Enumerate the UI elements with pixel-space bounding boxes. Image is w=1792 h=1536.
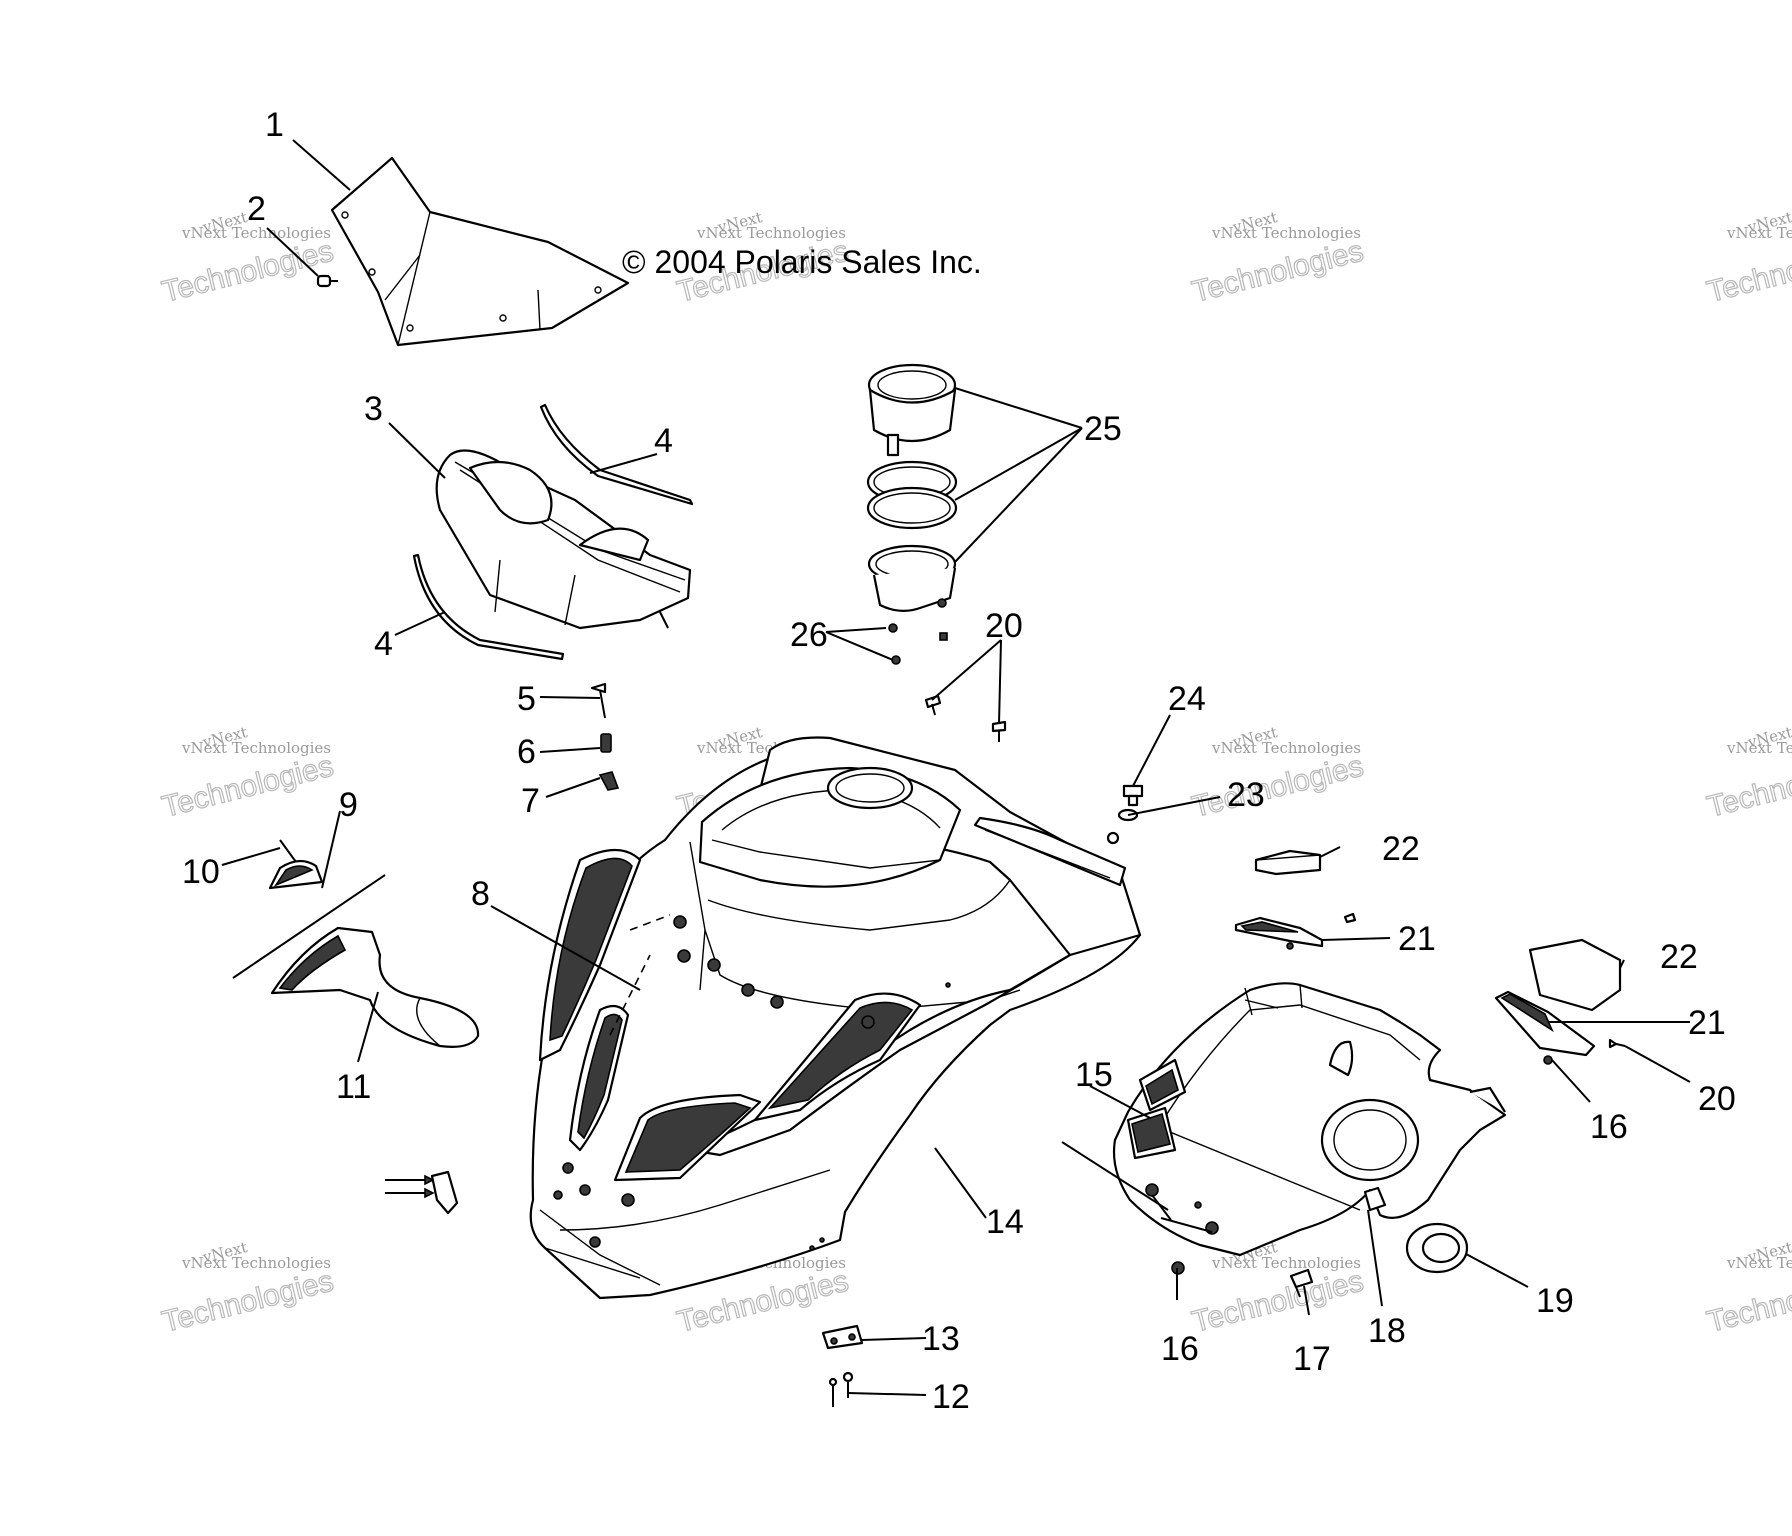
hood-part: [529, 736, 1142, 1300]
bracket-13-part: [821, 1324, 864, 1350]
watermark-group: vNext vNext Technologies Technologies vN…: [158, 208, 1792, 1339]
callout-17: 17: [1293, 1340, 1331, 1378]
callout-16-right: 16: [1590, 1108, 1628, 1146]
svg-text:vNext Technologies: vNext Technologies: [1726, 224, 1792, 242]
watermark: vNext vNext Technologies Technologies: [1703, 1238, 1792, 1339]
rivet-set-part: [385, 1170, 459, 1215]
callout-4-upper: 4: [654, 422, 673, 460]
watermark: vNext vNext Technologies Technologies: [1703, 723, 1792, 824]
callout-19: 19: [1536, 1282, 1574, 1320]
svg-text:Technologies: Technologies: [159, 749, 337, 823]
headlight-part: [435, 449, 692, 630]
callout-13: 13: [922, 1320, 960, 1358]
svg-text:Technologies: Technologies: [1704, 1264, 1792, 1338]
svg-text:Technologies: Technologies: [1189, 749, 1367, 823]
callout-18: 18: [1368, 1312, 1406, 1350]
callout-20-upper: 20: [985, 607, 1023, 645]
svg-text:vNext Technologies: vNext Technologies: [696, 224, 846, 242]
fastener-17-part: [1289, 1268, 1314, 1298]
svg-text:Technologies: Technologies: [1189, 234, 1367, 308]
callout-23: 23: [1227, 776, 1265, 814]
callout-26: 26: [790, 616, 828, 654]
callout-5: 5: [517, 680, 536, 718]
svg-text:vNext Technologies: vNext Technologies: [1211, 739, 1361, 757]
callout-14: 14: [986, 1203, 1024, 1241]
windshield-part: [330, 156, 630, 347]
svg-text:vNext Technologies: vNext Technologies: [1726, 1254, 1792, 1272]
seal-strip-upper: [539, 403, 694, 506]
air-duct-part: [270, 926, 480, 1048]
callout-11: 11: [336, 1068, 371, 1106]
callout-15: 15: [1075, 1056, 1113, 1094]
screw-20-right-part: [1608, 1038, 1626, 1049]
seal-strip-lower: [412, 553, 565, 661]
callout-1: 1: [265, 106, 284, 144]
svg-text:vNext Technologies: vNext Technologies: [1211, 224, 1361, 242]
duct-reference-line: [232, 874, 386, 979]
callout-22-right: 22: [1660, 938, 1698, 976]
svg-text:Technologies: Technologies: [159, 1264, 337, 1338]
callout-8: 8: [471, 875, 490, 913]
callout-16-lower: 16: [1161, 1330, 1199, 1368]
callout-9: 9: [339, 786, 358, 824]
clip-part: [598, 771, 620, 791]
callout-21-upper: 21: [1398, 920, 1436, 958]
svg-text:Technologies: Technologies: [1189, 1264, 1367, 1338]
spring-part: [600, 733, 612, 753]
callout-labels: 1 2 3 4 4 5 6 7 8 9 10 11 12 13 14 15 16…: [182, 106, 1736, 1416]
callout-22-upper: 22: [1382, 830, 1420, 868]
callout-21-right: 21: [1688, 1004, 1726, 1042]
rivet-24-part: [1122, 784, 1144, 807]
pad-22-upper-part: [1254, 849, 1322, 876]
vent-cap-part: [268, 859, 324, 890]
pin-part: [590, 682, 607, 719]
callout-10: 10: [182, 853, 220, 891]
latch-21-right-part: [1494, 990, 1596, 1057]
watermark: vNext vNext Technologies Technologies: [1188, 1238, 1367, 1339]
svg-text:Technologies: Technologies: [159, 234, 337, 308]
pad-22-right-part: [1528, 938, 1622, 1012]
svg-text:vNext Technologies: vNext Technologies: [1726, 739, 1792, 757]
nut-16-right-part: [1543, 1055, 1553, 1065]
watermark: vNext vNext Technologies Technologies: [1188, 208, 1367, 309]
grommet-ring-part: [1405, 1222, 1469, 1274]
callout-25: 25: [1084, 410, 1122, 448]
belly-pan-part: [1112, 982, 1507, 1257]
svg-text:vNext Technologies: vNext Technologies: [181, 1254, 331, 1272]
pin-fastener-part: [279, 839, 297, 863]
callout-6: 6: [517, 733, 536, 771]
svg-text:Technologies: Technologies: [1704, 234, 1792, 308]
screw-20-lower: [991, 720, 1007, 742]
callout-4-lower: 4: [374, 625, 393, 663]
watermark: vNext vNext Technologies Technologies: [158, 723, 337, 824]
callout-20-right: 20: [1698, 1080, 1736, 1118]
svg-text:Technologies: Technologies: [1704, 749, 1792, 823]
screw-part: [316, 274, 338, 288]
watermark: vNext vNext Technologies Technologies: [1703, 208, 1792, 309]
callout-7: 7: [521, 782, 540, 820]
gauge-assembly-part: [866, 363, 958, 665]
svg-text:vNext Technologies: vNext Technologies: [1211, 1254, 1361, 1272]
latch-21-upper-part: [1234, 912, 1357, 950]
callout-24: 24: [1168, 680, 1206, 718]
watermark: vNext vNext Technologies Technologies: [158, 1238, 337, 1339]
svg-text:vNext Technologies: vNext Technologies: [181, 224, 331, 242]
belly-pan-reference-line: [1061, 1141, 1169, 1211]
copyright-text: © 2004 Polaris Sales Inc.: [622, 244, 982, 280]
watermark: vNext vNext Technologies Technologies: [1188, 723, 1367, 824]
callout-12: 12: [932, 1378, 970, 1416]
svg-text:vNext Technologies: vNext Technologies: [181, 739, 331, 757]
callout-3: 3: [364, 390, 383, 428]
leader-lines: [221, 139, 1691, 1396]
rivet-12-part: [828, 1371, 854, 1407]
callout-2: 2: [247, 190, 266, 228]
